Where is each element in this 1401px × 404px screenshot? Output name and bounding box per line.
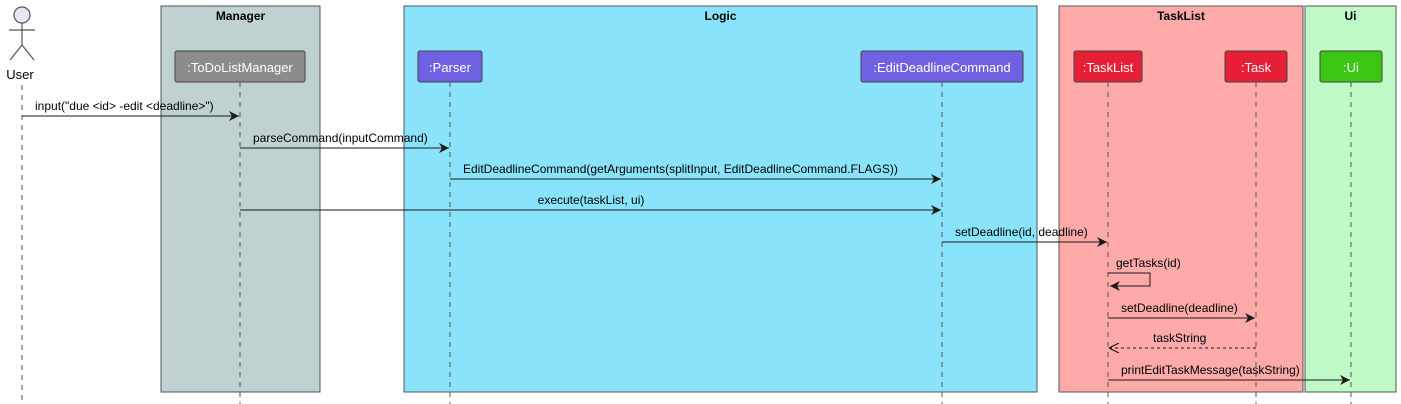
participant-box — [1073, 50, 1143, 83]
participants: :ToDoListManager :Parser :EditDeadlineComm… — [174, 50, 1383, 83]
lifelines — [21, 82, 1352, 404]
participant-box — [1319, 50, 1383, 83]
message-5: setDeadline(id, deadline) — [942, 225, 1107, 247]
user-actor: User — [6, 6, 35, 82]
participant-mgr: :ToDoListManager — [174, 50, 306, 83]
participant-label: :Ui — [1343, 60, 1359, 75]
message-arrow — [1108, 272, 1151, 291]
actor-right-leg — [21, 44, 35, 61]
message-3: EditDeadlineCommand(getArguments(splitIn… — [450, 162, 941, 184]
message-9: printEditTaskMessage(taskString) — [1108, 363, 1350, 385]
message-label: taskString — [1153, 331, 1206, 345]
message-label: parseCommand(inputCommand) — [253, 131, 428, 145]
message-label: input("due <id> -edit <deadline>") — [35, 99, 214, 113]
message-1: input("due <id> -edit <deadline>") — [22, 99, 239, 121]
group-box-title-logic: Logic — [705, 9, 737, 23]
participant-box — [860, 50, 1024, 83]
participant-parser: :Parser — [417, 50, 483, 83]
actor-head — [13, 6, 31, 24]
messages: input("due <id> -edit <deadline>") parseC… — [22, 99, 1350, 385]
participant-task: :Task — [1224, 50, 1288, 83]
message-label: setDeadline(id, deadline) — [955, 225, 1088, 239]
participant-label: :Parser — [429, 60, 472, 75]
participant-box — [417, 50, 483, 83]
actor-label: User — [6, 67, 34, 82]
group-box-title-ui: Ui — [1345, 9, 1357, 23]
participant-edit: :EditDeadlineCommand — [860, 50, 1024, 83]
message-2: parseCommand(inputCommand) — [240, 131, 449, 153]
message-6: getTasks(id) — [1108, 256, 1181, 291]
message-7: setDeadline(deadline) — [1108, 301, 1255, 323]
participant-tasklist: :TaskList — [1073, 50, 1143, 83]
participant-label: :TaskList — [1083, 60, 1134, 75]
message-label: execute(taskList, ui) — [538, 193, 645, 207]
participant-ui: :Ui — [1319, 50, 1383, 83]
message-label: printEditTaskMessage(taskString) — [1121, 363, 1300, 377]
group-box-title-tasklist: TaskList — [1157, 9, 1205, 23]
message-label: setDeadline(deadline) — [1121, 301, 1238, 315]
participant-box — [174, 50, 306, 83]
message-label: getTasks(id) — [1116, 256, 1181, 270]
group-boxes: Manager Logic TaskList Ui — [160, 5, 1397, 393]
message-8: taskString — [1109, 331, 1256, 348]
message-label: EditDeadlineCommand(getArguments(splitIn… — [463, 162, 898, 176]
participant-label: :Task — [1241, 60, 1272, 75]
participant-box — [1224, 50, 1288, 83]
actor-left-leg — [9, 44, 23, 61]
participant-label: :ToDoListManager — [187, 60, 293, 75]
message-4: execute(taskList, ui) — [240, 193, 941, 215]
participant-label: :EditDeadlineCommand — [873, 60, 1010, 75]
group-box-title-manager: Manager — [216, 9, 266, 23]
